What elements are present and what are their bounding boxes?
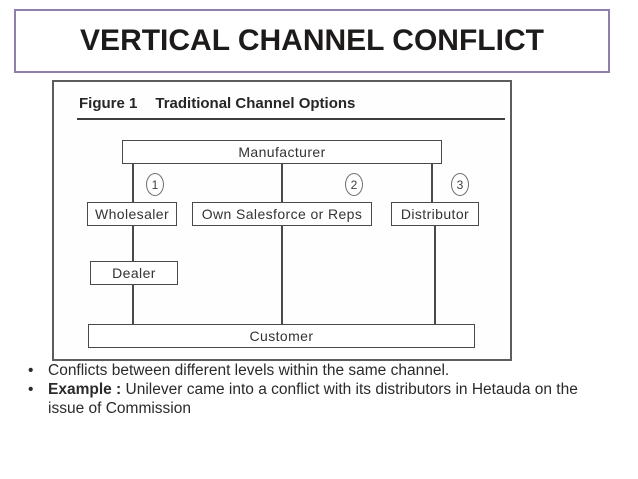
- node-distributor: Distributor: [391, 202, 479, 226]
- node-wholesaler: Wholesaler: [87, 202, 177, 226]
- bullet-item-example: • Example : Unilever came into a conflict…: [28, 380, 614, 418]
- bullet-list: • Conflicts between different levels with…: [28, 361, 614, 418]
- connector-manufacturer-wholesaler: [132, 164, 134, 202]
- connector-salesforce-customer: [281, 226, 283, 324]
- bullet-text: Unilever came into a conflict with its d…: [48, 381, 578, 417]
- figure-heading-title: Traditional Channel Options: [155, 95, 356, 112]
- connector-manufacturer-distributor: [431, 164, 433, 202]
- node-customer: Customer: [88, 324, 475, 348]
- connector-dealer-customer: [132, 285, 134, 324]
- node-dealer: Dealer: [90, 261, 178, 285]
- channel-diagram-panel: Figure 1 Traditional Channel Options Manu…: [52, 80, 512, 361]
- bullet-text: Conflicts between different levels withi…: [48, 362, 450, 379]
- figure-label: Figure 1: [79, 95, 138, 112]
- node-manufacturer: Manufacturer: [122, 140, 442, 164]
- figure-heading: Figure 1 Traditional Channel Options: [79, 95, 355, 112]
- node-own-salesforce: Own Salesforce or Reps: [192, 202, 372, 226]
- connector-distributor-customer: [434, 226, 436, 324]
- connector-manufacturer-salesforce: [281, 164, 283, 202]
- page-title: VERTICAL CHANNEL CONFLICT: [80, 24, 544, 57]
- bullet-marker: •: [28, 381, 34, 398]
- bullet-bold-text: Example :: [48, 381, 122, 398]
- connector-wholesaler-dealer: [132, 226, 134, 261]
- channel-number-2: 2: [345, 173, 363, 196]
- channel-number-1: 1: [146, 173, 164, 196]
- heading-rule: [77, 118, 505, 120]
- bullet-marker: •: [28, 362, 34, 379]
- bullet-item-conflict: • Conflicts between different levels with…: [28, 361, 614, 380]
- title-box: VERTICAL CHANNEL CONFLICT: [14, 9, 610, 73]
- channel-number-3: 3: [451, 173, 469, 196]
